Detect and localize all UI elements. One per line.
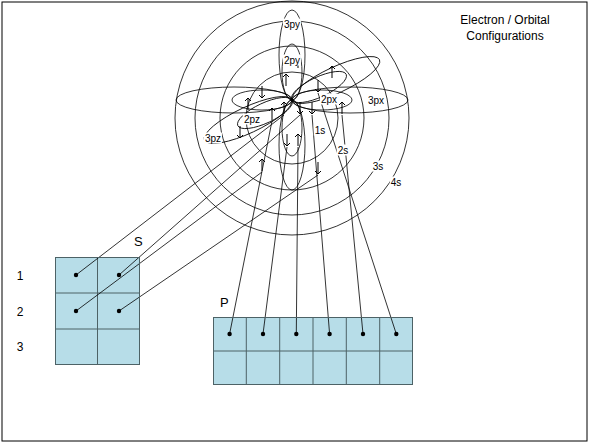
leader-line [318,93,396,334]
spin-arrow [284,134,290,146]
table-heading: P [218,296,231,310]
diagram-title: Electron / Orbital Configurations [440,12,570,44]
leader-line [296,147,298,334]
row-number: 1 [16,270,25,283]
spin-arrow [315,162,321,174]
orbital-label: 2px [320,94,338,105]
orbital-label: 3px [367,95,385,106]
spin-arrow [281,102,287,114]
spin-arrow [269,108,275,120]
electron-dot [294,332,298,336]
s-orbital-table: S [55,257,140,365]
spin-arrow [259,159,265,171]
s-table-fill [55,257,140,365]
electron-dot [361,332,365,336]
electron-dot [117,309,121,313]
electron-dot [74,309,78,313]
orbital-label: 1s [314,125,327,136]
orbital-label: 2pz [243,114,261,125]
leader-line [76,115,284,275]
spin-arrow [283,74,289,86]
spin-arrow [297,102,303,114]
leader-line [312,115,330,334]
orbital-label: 3pz [204,133,222,144]
orbital-label: 4s [390,177,403,188]
electron-dot [261,332,265,336]
orbital-label: 2s [337,145,350,156]
row-number: 2 [16,306,25,319]
leader-line [230,121,272,334]
row-number: 3 [16,341,25,354]
orbital-label: 2py [283,55,301,66]
leader-line [119,115,300,275]
spin-arrow [329,66,335,78]
leader-line [119,175,318,311]
orbital-label: 3s [372,161,385,172]
spin-arrow [245,98,251,110]
table-heading: S [132,235,145,249]
table-grid [55,257,413,385]
spin-arrow [295,134,301,146]
p-table-fill [213,317,413,385]
spin-arrow [259,86,265,98]
orbital-lobes [176,10,408,190]
spin-arrow [339,102,345,114]
shell-circles [175,1,409,235]
leader-line [263,147,287,334]
electron-dot [327,332,331,336]
spin-arrow [309,102,315,114]
electron-dot [394,332,398,336]
electron-dot [227,332,231,336]
spin-arrow [237,126,243,138]
electron-dot [74,273,78,277]
electron-dot [117,273,121,277]
orbital-label: 3py [283,19,301,30]
leader-line [76,172,262,311]
spin-arrow [315,80,321,92]
p-orbital-table: P [213,317,413,385]
